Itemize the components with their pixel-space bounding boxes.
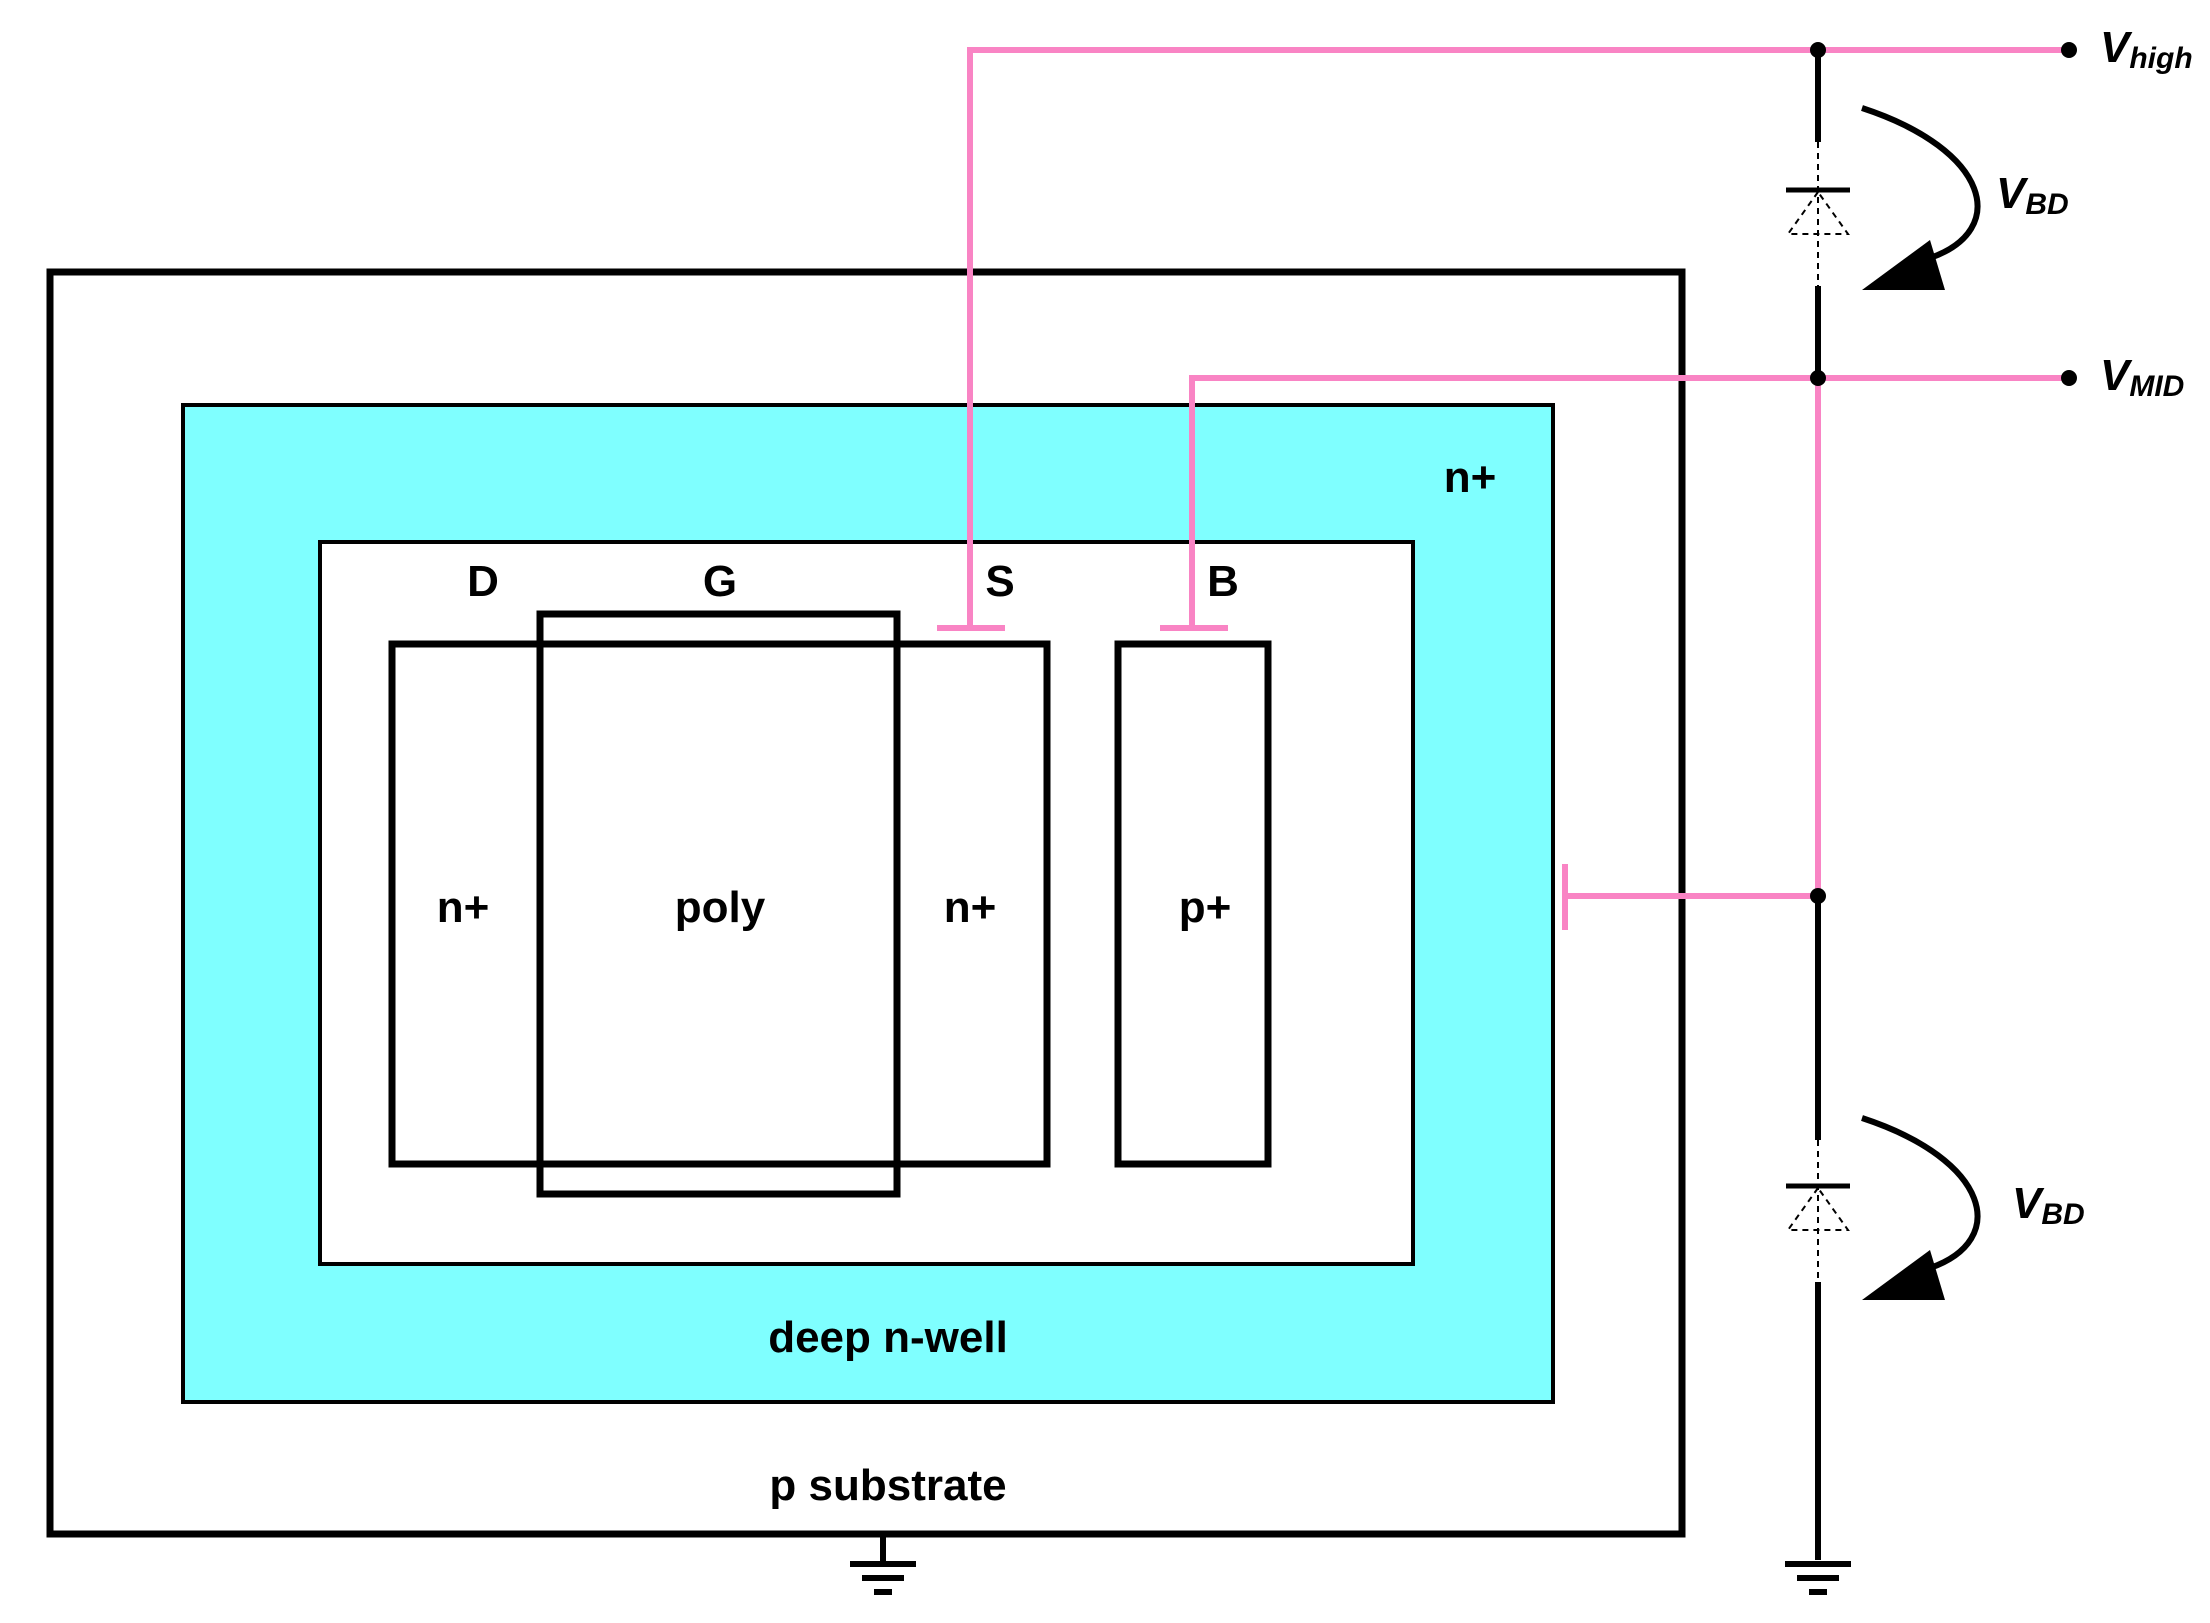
gate-poly-label: poly bbox=[675, 883, 766, 932]
gate-terminal-label: G bbox=[703, 557, 737, 606]
vhigh-label: Vhigh bbox=[2100, 23, 2193, 75]
p-substrate-region bbox=[46, 268, 1686, 1538]
vhigh-terminal-dot bbox=[2061, 42, 2077, 58]
pwell-region bbox=[318, 540, 1415, 1266]
vmid-to-ring-wire bbox=[1565, 378, 1821, 899]
vhigh-junction-dot bbox=[1810, 42, 1826, 58]
circuit-ground-icon bbox=[1785, 1561, 1851, 1595]
ring-junction-dot bbox=[1810, 888, 1826, 904]
lower-breakdown-arrow-icon bbox=[1861, 1115, 1981, 1300]
deep-nwell-label: deep n-well bbox=[768, 1313, 1008, 1362]
vmid-label: VMID bbox=[2100, 351, 2184, 403]
bulk-diffusion-label: p+ bbox=[1179, 883, 1232, 932]
ring-contact-label: n+ bbox=[1444, 453, 1497, 502]
p-substrate-label: p substrate bbox=[769, 1461, 1006, 1510]
lower-vbd-label: VBD bbox=[2012, 1179, 2085, 1231]
vmid-junction-dot bbox=[1810, 370, 1826, 386]
substrate-ground-icon bbox=[850, 1534, 916, 1595]
vmid-terminal-dot bbox=[2061, 370, 2077, 386]
upper-breakdown-arrow-icon bbox=[1861, 105, 1981, 290]
source-terminal-label: S bbox=[985, 557, 1014, 606]
drain-terminal-label: D bbox=[467, 557, 499, 606]
bulk-terminal-label: B bbox=[1207, 557, 1239, 606]
lower-diode-icon bbox=[1786, 1140, 1850, 1282]
vmid-to-bulk-wire bbox=[1189, 375, 2069, 628]
vhigh-to-source-wire bbox=[967, 47, 2069, 628]
drain-diffusion-label: n+ bbox=[437, 883, 490, 932]
drain-diffusion bbox=[388, 640, 1051, 1168]
upper-diode-icon bbox=[1786, 142, 1850, 286]
bulk-diffusion bbox=[1114, 640, 1272, 1168]
gate-poly bbox=[536, 610, 901, 1198]
source-diffusion-label: n+ bbox=[944, 883, 997, 932]
upper-vbd-label: VBD bbox=[1996, 169, 2069, 221]
